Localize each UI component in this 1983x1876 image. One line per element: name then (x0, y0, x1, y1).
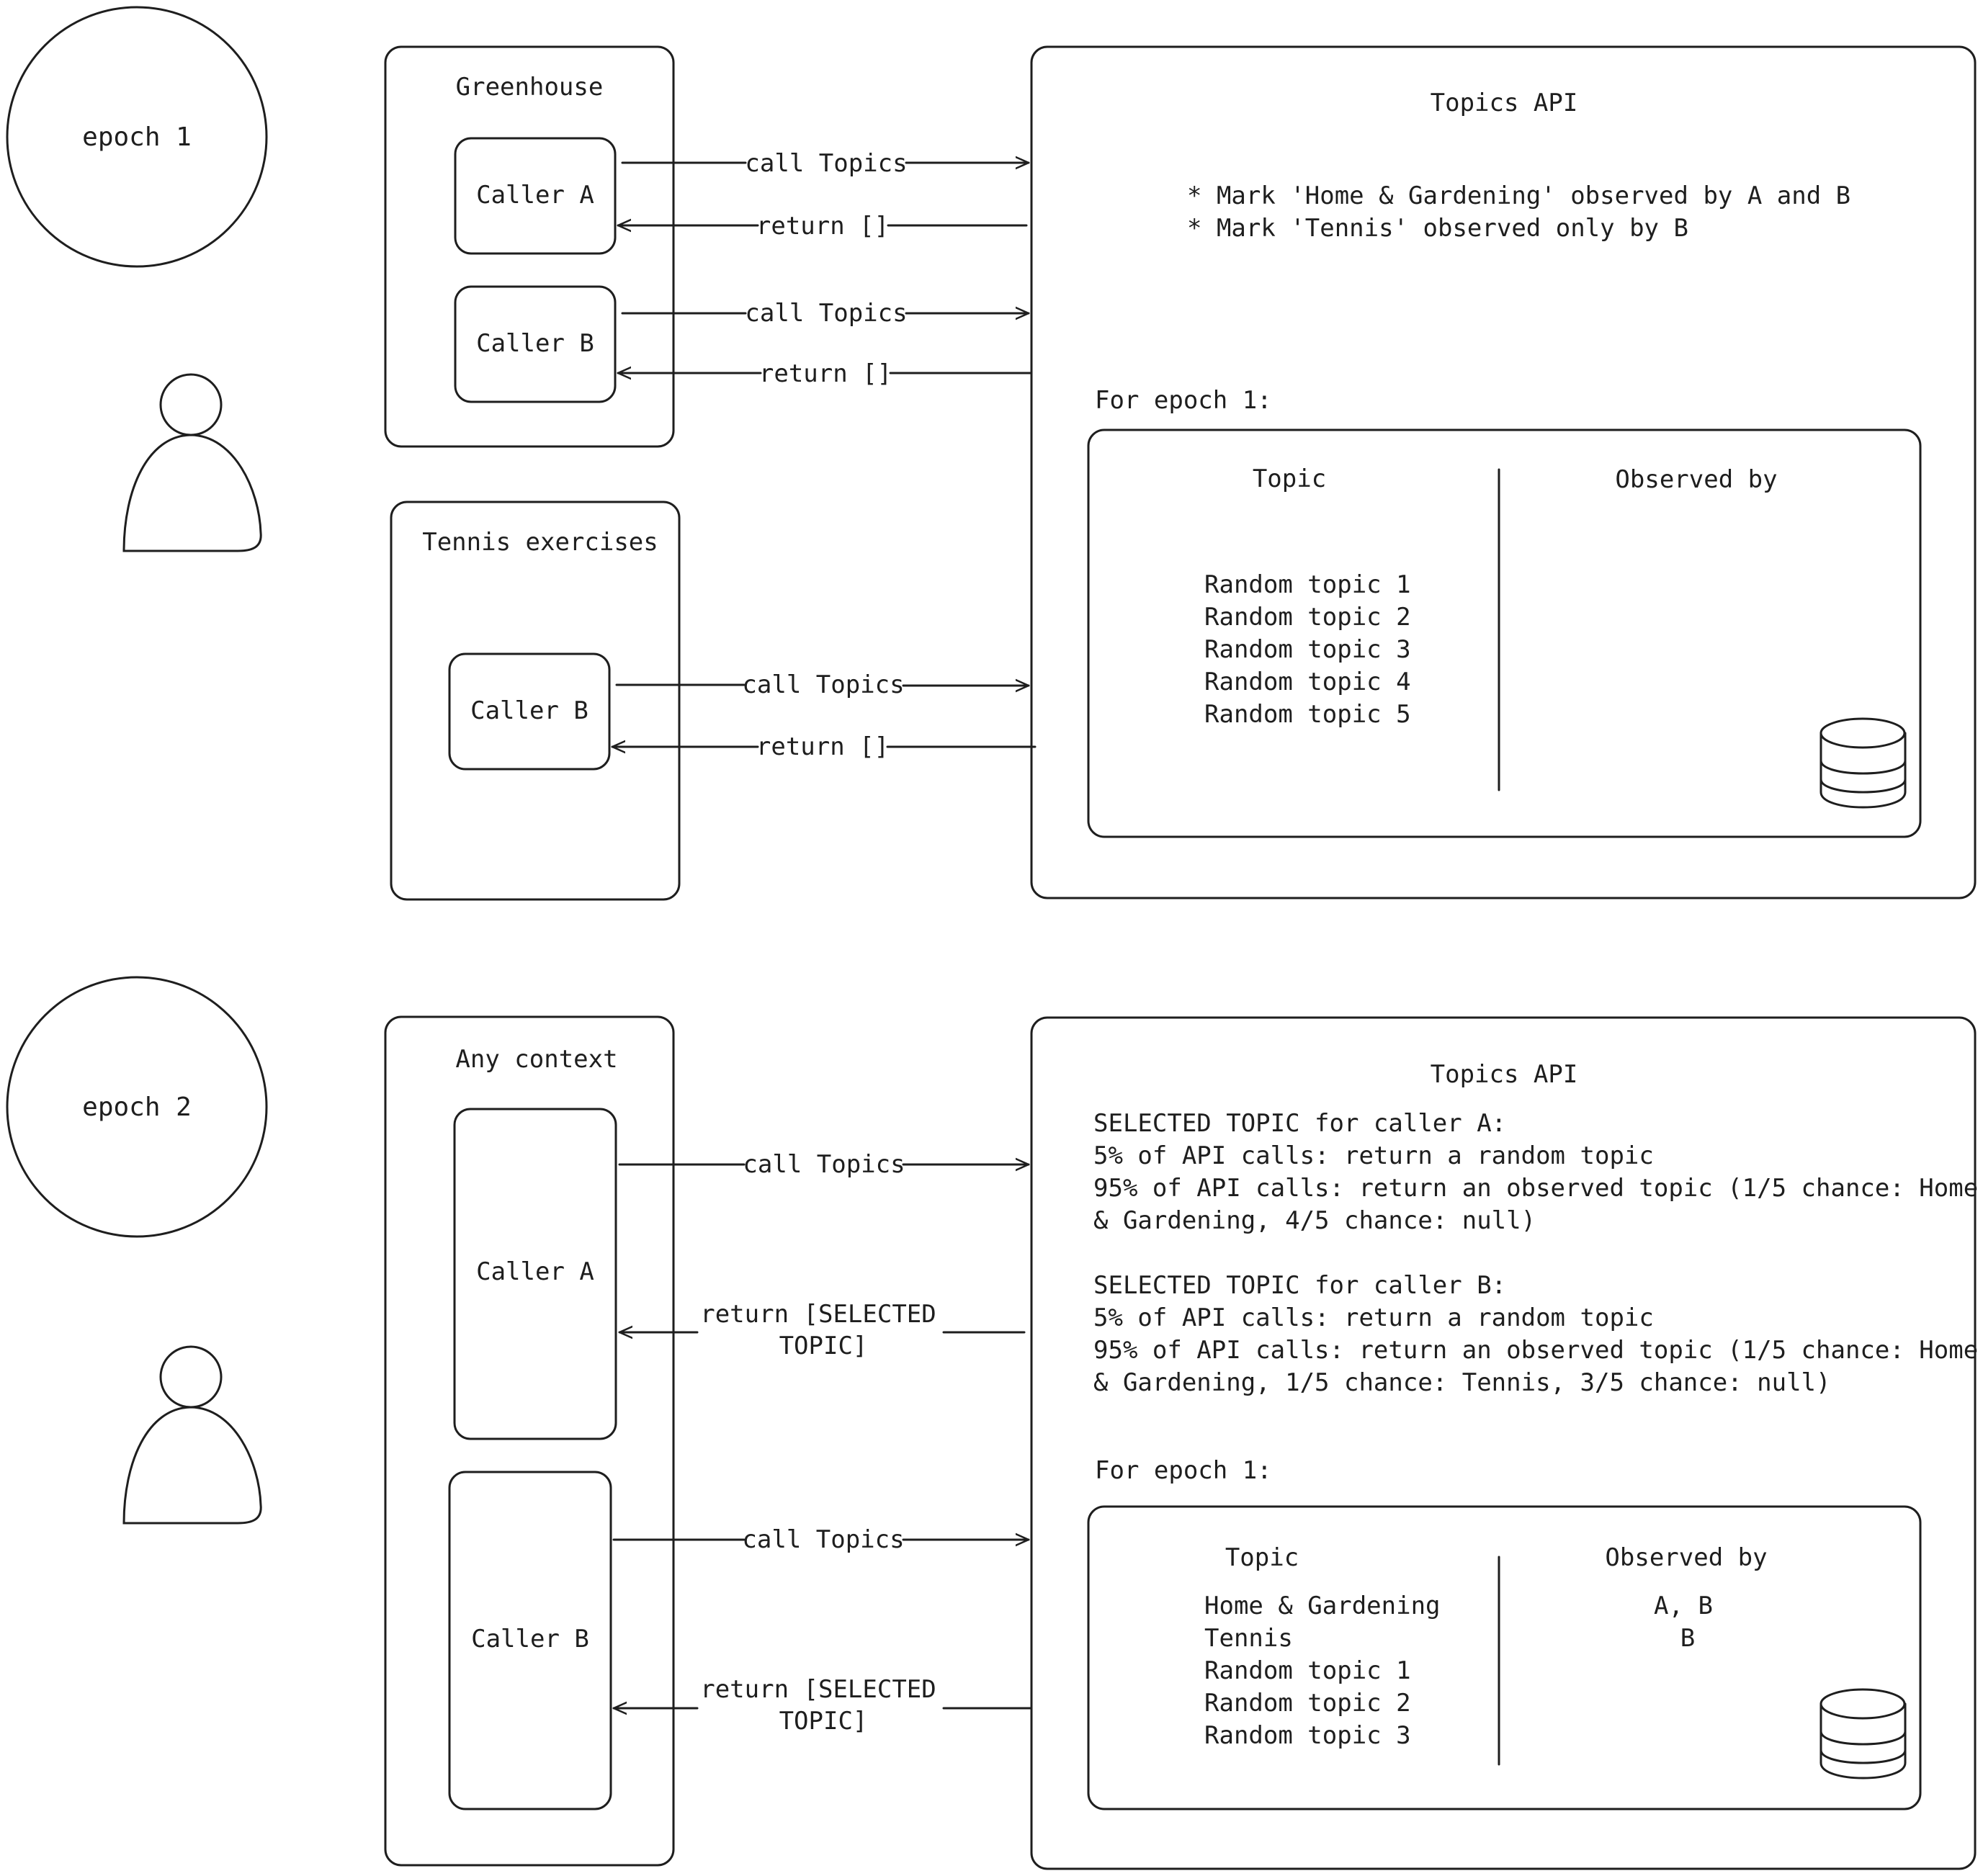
greenhouse-caller-a (454, 137, 617, 255)
epoch-2-topic-row: Tennis (1204, 1624, 1293, 1653)
tennis-exercises-title: Tennis exercises (422, 528, 658, 557)
epoch-2-topic-row: Home & Gardening (1204, 1592, 1441, 1620)
any-context (384, 1015, 675, 1867)
epoch-1-arrows: call Topics return [] call Topics return… (611, 149, 1037, 761)
any-context-caller-a (453, 1108, 617, 1440)
epoch-1-api-note: * Mark 'Home & Gardening' observed by A … (1187, 181, 1850, 210)
epoch-1-topic-row: Random topic 1 (1204, 570, 1411, 599)
tennis-caller-b (448, 652, 611, 771)
api-description-line: 95% of API calls: return an observed top… (1093, 1336, 1978, 1365)
epoch-1-topic-row: Random topic 5 (1204, 700, 1411, 729)
epoch-1-api-note: * Mark 'Tennis' observed only by B (1187, 214, 1688, 243)
epoch-2-api-description: SELECTED TOPIC for caller A: 5% of API c… (1093, 1109, 1978, 1397)
api-description-line: 5% of API calls: return a random topic (1093, 1141, 1654, 1170)
epoch-1-person-icon (122, 373, 262, 552)
return-selected-topic-label-b: return [SELECTED (700, 1675, 936, 1704)
api-description-line: 5% of API calls: return a random topic (1093, 1303, 1654, 1332)
return-arrow-label-1: return [] (756, 212, 889, 241)
epoch-2-label: epoch 2 (82, 1092, 192, 1122)
epoch-1-topic-row: Random topic 3 (1204, 635, 1411, 664)
call-topics-arrow-label-2: call Topics (745, 299, 907, 328)
epoch-2-section: epoch 2 Any context Caller A Caller B ca… (6, 976, 1978, 1870)
api-description-line: & Gardening, 1/5 chance: Tennis, 3/5 cha… (1093, 1368, 1831, 1397)
epoch-1-circle (6, 6, 268, 268)
epoch-1-topics-table (1087, 428, 1922, 838)
epoch-2-observed-row: A, B (1654, 1592, 1713, 1620)
call-topics-arrow-label-5: call Topics (742, 1525, 904, 1554)
call-topics-arrow-label-1: call Topics (745, 149, 907, 178)
epoch-2-topic-header: Topic (1225, 1543, 1299, 1572)
epoch-2-person-icon (122, 1345, 262, 1525)
epoch-2-circle (6, 976, 268, 1238)
epoch-1-api-title: Topics API (1431, 89, 1578, 117)
epoch-2-topics-table (1087, 1505, 1922, 1810)
greenhouse-caller-a-label: Caller A (476, 181, 594, 210)
epoch-2-api-title: Topics API (1431, 1060, 1578, 1089)
epoch-2-topics-api (1030, 1016, 1977, 1870)
epoch-1-topic-header: Topic (1253, 464, 1326, 493)
epoch-2-observed-header: Observed by (1605, 1543, 1767, 1572)
epoch-1-topics-api (1030, 45, 1977, 899)
tennis-caller-b-label: Caller B (470, 696, 588, 725)
call-topics-arrow-label-4: call Topics (743, 1150, 905, 1179)
epoch-2-table-caption: For epoch 1: (1095, 1456, 1272, 1485)
return-selected-topic-label-a: return [SELECTED (700, 1300, 936, 1329)
api-description-line: SELECTED TOPIC for caller B: (1093, 1271, 1506, 1300)
any-context-caller-a-label: Caller A (476, 1257, 594, 1286)
epoch-1-label: epoch 1 (82, 122, 192, 152)
greenhouse-title: Greenhouse (456, 73, 604, 102)
api-description-line: 95% of API calls: return an observed top… (1093, 1174, 1978, 1203)
any-context-caller-b (448, 1471, 612, 1810)
greenhouse-caller-b (454, 285, 617, 403)
return-arrow-label-2: return [] (759, 359, 892, 388)
epoch-2-topic-row: Random topic 1 (1204, 1656, 1411, 1685)
any-context-title: Any context (455, 1045, 617, 1074)
return-arrow-label-3: return [] (756, 732, 889, 761)
tennis-exercises-context (390, 501, 681, 901)
return-selected-topic-label-a-2: TOPIC] (779, 1332, 868, 1360)
epoch-1-observed-header: Observed by (1615, 465, 1777, 494)
epoch-2-arrows: call Topics return [SELECTED TOPIC] call… (612, 1150, 1033, 1736)
epoch-1-topic-row: Random topic 4 (1204, 668, 1411, 696)
return-selected-topic-label-b-2: TOPIC] (779, 1707, 868, 1736)
epoch-2-topic-row: Random topic 2 (1204, 1689, 1411, 1718)
epoch-2-observed-row: B (1680, 1624, 1695, 1653)
greenhouse-context (384, 45, 675, 448)
any-context-caller-b-label: Caller B (471, 1625, 589, 1653)
epoch-2-database-icon (1819, 1688, 1907, 1779)
api-description-line: & Gardening, 4/5 chance: null) (1093, 1206, 1536, 1235)
epoch-1-table-caption: For epoch 1: (1095, 386, 1272, 415)
epoch-2-topic-row: Random topic 3 (1204, 1721, 1411, 1750)
epoch-1-topic-row: Random topic 2 (1204, 603, 1411, 632)
call-topics-arrow-label-3: call Topics (742, 670, 904, 699)
greenhouse-caller-b-label: Caller B (476, 329, 594, 358)
epoch-1-database-icon (1819, 717, 1907, 809)
epoch-1-section: epoch 1 Greenhouse Caller A Caller B Ten… (6, 6, 1977, 901)
api-description-line: SELECTED TOPIC for caller A: (1093, 1109, 1506, 1138)
